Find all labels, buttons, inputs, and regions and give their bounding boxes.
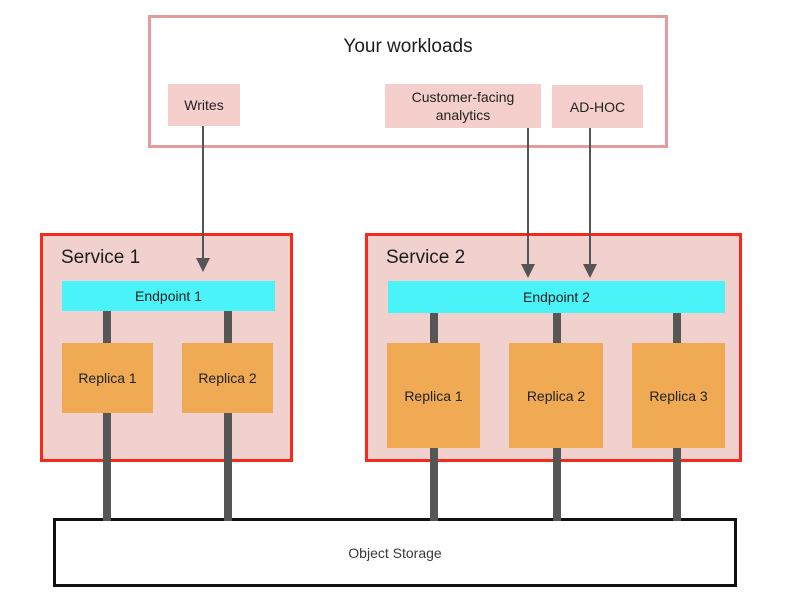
connector-endpoint1-replica2 (224, 309, 232, 345)
connector-endpoint1-replica1 (103, 309, 111, 345)
arrow-adhoc-to-endpoint2-line (589, 128, 591, 266)
connector-s2-replica1-storage (430, 445, 438, 521)
service-2-replica-1: Replica 1 (387, 343, 480, 448)
workloads-title: Your workloads (343, 36, 473, 57)
connector-s1-replica1-storage (103, 410, 111, 521)
object-storage-box: Object Storage (53, 518, 737, 587)
arrow-writes-to-endpoint1-head (196, 258, 210, 272)
workload-adhoc-box: AD-HOC (552, 85, 643, 128)
connector-s1-replica2-storage (224, 410, 232, 521)
service-1-endpoint: Endpoint 1 (62, 281, 275, 311)
service-1-box: Service 1 Endpoint 1 Replica 1 Replica 2 (40, 233, 293, 462)
service-1-replica-2: Replica 2 (182, 343, 273, 413)
arrow-analytics-to-endpoint2-line (527, 128, 529, 266)
service-2-replica-2: Replica 2 (509, 343, 603, 448)
service-1-title: Service 1 (61, 247, 141, 268)
service-2-replica-3: Replica 3 (632, 343, 725, 448)
workload-customer-facing-analytics-box: Customer-facing analytics (385, 84, 541, 128)
service-2-title: Service 2 (386, 247, 466, 268)
arrow-analytics-to-endpoint2-head (521, 264, 535, 278)
service-1-replica-1: Replica 1 (62, 343, 153, 413)
arrow-writes-to-endpoint1-line (202, 126, 204, 260)
connector-endpoint2-replica2 (553, 311, 561, 345)
connector-endpoint2-replica3 (673, 311, 681, 345)
connector-endpoint2-replica1 (430, 311, 438, 345)
service-2-box: Service 2 Endpoint 2 Replica 1 Replica 2… (365, 233, 742, 462)
connector-s2-replica3-storage (673, 445, 681, 521)
arrow-adhoc-to-endpoint2-head (583, 264, 597, 278)
connector-s2-replica2-storage (553, 445, 561, 521)
workloads-box: Your workloads Writes Customer-facing an… (148, 15, 668, 148)
service-2-endpoint: Endpoint 2 (388, 281, 725, 313)
workload-writes-box: Writes (168, 84, 240, 126)
